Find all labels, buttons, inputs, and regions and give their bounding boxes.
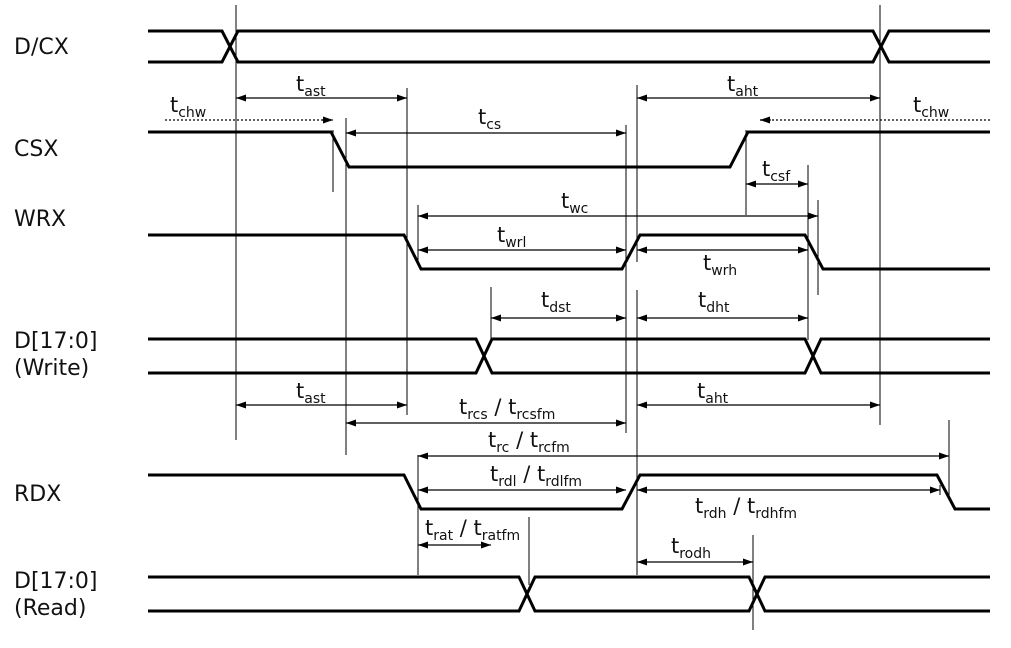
timing-label-chw-left: tchw — [170, 93, 206, 121]
arrowhead — [798, 246, 808, 254]
arrowhead — [616, 314, 626, 322]
timing-label-wrl: twrl — [497, 223, 526, 251]
timing-label-rat: trat / tratfm — [425, 516, 520, 544]
timing-label-csf: tcsf — [762, 157, 791, 185]
arrowhead — [870, 94, 880, 102]
waveform-csx — [148, 130, 990, 169]
waveform-wrx — [148, 233, 990, 271]
timing-label-wrh: twrh — [703, 251, 737, 279]
arrowhead — [346, 129, 356, 137]
arrowhead — [637, 314, 647, 322]
timing-label-wc: twc — [561, 189, 588, 217]
arrowhead — [346, 419, 356, 427]
arrowhead — [418, 541, 428, 549]
timing-label-aht-bottom: taht — [697, 379, 729, 407]
timing-label-rdl: trdl / trdlfm — [490, 462, 582, 490]
arrowhead — [616, 129, 626, 137]
waveform-rdx — [148, 473, 990, 511]
signal-label-d-write: D[17:0] — [14, 329, 98, 354]
signal-label-rdx: RDX — [14, 482, 61, 507]
arrowhead — [637, 246, 647, 254]
timing-label-aht-top: taht — [727, 72, 759, 100]
arrowhead — [743, 558, 753, 566]
signal-label-csx: CSX — [14, 137, 58, 162]
arrowhead — [870, 401, 880, 409]
arrowhead — [746, 180, 756, 188]
signal-label-read: (Read) — [14, 596, 86, 621]
arrowhead — [481, 541, 491, 549]
signal-label-d-read: D[17:0] — [14, 569, 98, 594]
arrowhead — [637, 401, 647, 409]
arrowhead — [798, 314, 808, 322]
timing-label-rodh: trodh — [671, 534, 711, 562]
timing-label-rc: trc / trcfm — [488, 428, 570, 456]
signal-label-wrx: WRX — [14, 207, 66, 232]
signal-label-dcx: D/CX — [14, 35, 69, 60]
signal-label-write: (Write) — [14, 356, 89, 381]
timing-label-dht: tdht — [698, 288, 730, 316]
timing-label-ast-top: tast — [296, 72, 326, 100]
arrowhead — [616, 486, 626, 494]
arrowhead — [418, 246, 428, 254]
timing-label-cs: tcs — [478, 105, 501, 133]
arrowhead — [760, 116, 770, 124]
arrowhead — [491, 314, 501, 322]
arrowhead — [930, 486, 940, 494]
arrowhead — [939, 452, 949, 460]
arrowhead — [323, 116, 333, 124]
arrowhead — [637, 94, 647, 102]
timing-label-chw-right: tchw — [913, 93, 949, 121]
waveform-d-read — [148, 575, 990, 613]
waveform-d-write — [148, 337, 990, 375]
arrowhead — [637, 558, 647, 566]
arrowhead — [798, 180, 808, 188]
timing-label-ast-bottom: tast — [296, 379, 326, 407]
arrowhead — [418, 486, 428, 494]
arrowhead — [418, 212, 428, 220]
arrowhead — [616, 419, 626, 427]
timing-label-dst: tdst — [541, 288, 571, 316]
arrowhead — [236, 94, 246, 102]
arrowhead — [808, 212, 818, 220]
arrowhead — [637, 486, 647, 494]
arrowhead — [397, 94, 407, 102]
timing-label-rcs: trcs / trcsfm — [459, 395, 555, 423]
arrowheads — [236, 94, 949, 566]
arrowhead — [397, 401, 407, 409]
arrowhead — [418, 452, 428, 460]
arrowhead — [616, 246, 626, 254]
arrowhead — [236, 401, 246, 409]
waveform-dcx — [148, 29, 990, 64]
timing-label-rdh: trdh / trdhfm — [695, 494, 797, 522]
